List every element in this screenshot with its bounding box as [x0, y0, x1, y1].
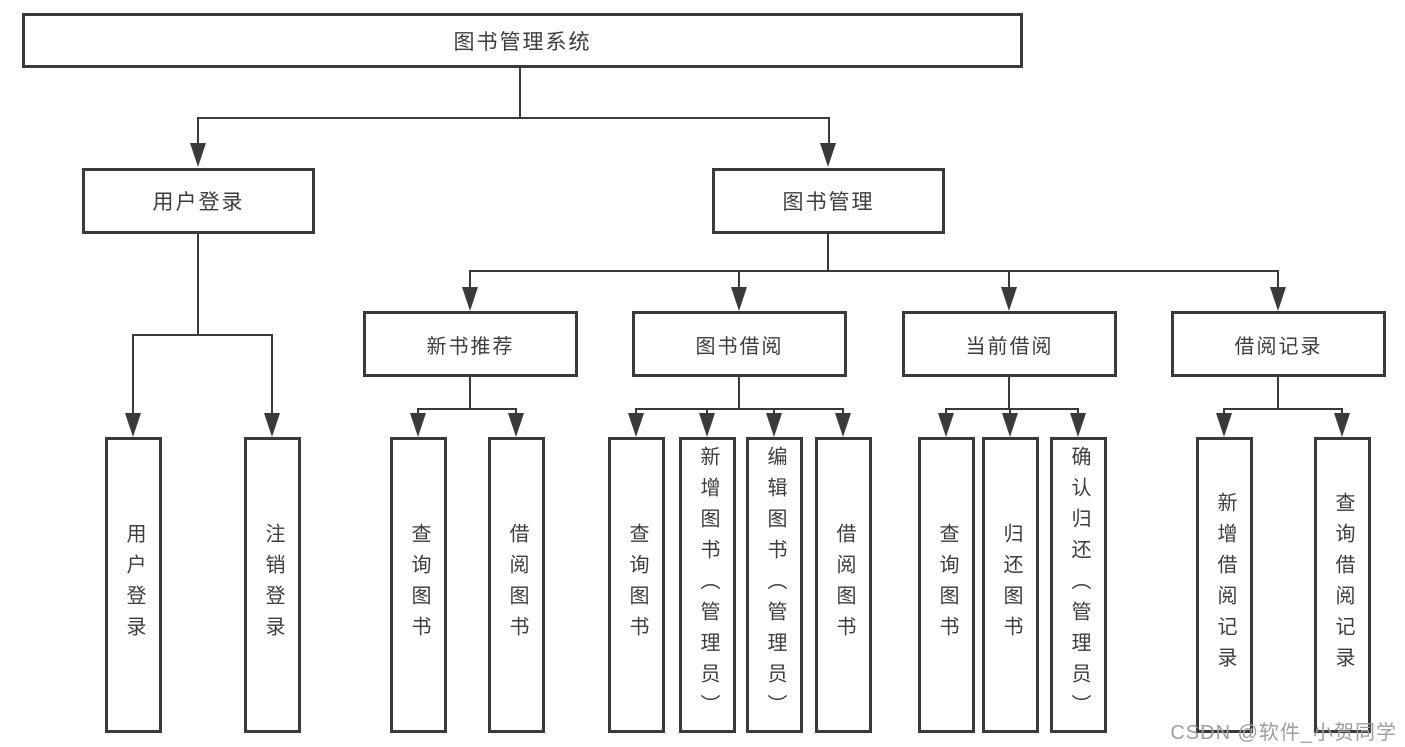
arrow-down-icon	[628, 413, 644, 437]
connector-line	[515, 408, 517, 416]
connector-line	[469, 270, 1279, 272]
connector-line	[828, 117, 830, 145]
node-book-management: 图书管理	[712, 168, 945, 234]
connector-line	[1223, 408, 1343, 410]
arrow-down-icon	[190, 143, 206, 167]
leaf-records-add-record: 新增借阅记录	[1196, 437, 1253, 733]
connector-line	[271, 334, 273, 415]
connector-line	[945, 408, 1078, 410]
node-borrow-records: 借阅记录	[1171, 311, 1386, 377]
leaf-current-query-book: 查询图书	[918, 437, 975, 733]
arrow-down-icon	[1001, 287, 1017, 311]
node-book-borrow: 图书借阅	[632, 311, 847, 377]
node-root-system: 图书管理系统	[22, 13, 1023, 68]
connector-line	[1008, 377, 1010, 409]
connector-line	[132, 334, 134, 415]
connector-line	[738, 270, 740, 290]
connector-line	[1277, 270, 1279, 290]
arrow-down-icon	[938, 413, 954, 437]
connector-line	[1077, 408, 1079, 416]
connector-line	[635, 408, 844, 410]
connector-line	[197, 117, 830, 119]
arrow-down-icon	[1216, 413, 1232, 437]
leaf-newrec-query-book: 查询图书	[390, 437, 447, 733]
csdn-watermark: CSDN @软件_小贺同学	[1170, 722, 1397, 744]
arrow-down-icon	[766, 413, 782, 437]
connector-line	[827, 234, 829, 272]
connector-line	[417, 408, 517, 410]
connector-line	[842, 408, 844, 416]
arrow-down-icon	[1270, 287, 1286, 311]
leaf-current-confirm-return-admin: 确认归还（管理员）	[1050, 437, 1107, 733]
arrow-down-icon	[1070, 413, 1086, 437]
connector-line	[417, 408, 419, 416]
leaf-records-query-record: 查询借阅记录	[1314, 437, 1371, 733]
connector-line	[519, 68, 521, 119]
connector-line	[635, 408, 637, 416]
leaf-borrow-add-book-admin: 新增图书（管理员）	[679, 437, 736, 733]
arrow-down-icon	[731, 287, 747, 311]
connector-line	[197, 117, 199, 145]
leaf-newrec-borrow-book: 借阅图书	[488, 437, 545, 733]
arrow-down-icon	[264, 413, 280, 437]
arrow-down-icon	[410, 413, 426, 437]
leaf-current-return-book: 归还图书	[982, 437, 1039, 733]
node-new-book-recommend: 新书推荐	[363, 311, 578, 377]
connector-line	[132, 334, 273, 336]
leaf-borrow-query-book: 查询图书	[608, 437, 665, 733]
connector-line	[738, 377, 740, 409]
connector-line	[469, 270, 471, 290]
connector-line	[469, 377, 471, 409]
arrow-down-icon	[820, 143, 836, 167]
arrow-down-icon	[1334, 413, 1350, 437]
arrow-down-icon	[462, 287, 478, 311]
connector-line	[1008, 270, 1010, 290]
leaf-borrow-borrow-book: 借阅图书	[815, 437, 872, 733]
connector-line	[197, 234, 199, 335]
leaf-logout-login: 注销登录	[244, 437, 301, 733]
arrow-down-icon	[835, 413, 851, 437]
arrow-down-icon	[699, 413, 715, 437]
connector-line	[1277, 377, 1279, 409]
connector-line	[773, 408, 775, 416]
arrow-down-icon	[125, 413, 141, 437]
node-current-borrow: 当前借阅	[902, 311, 1117, 377]
arrow-down-icon	[508, 413, 524, 437]
connector-line	[1009, 408, 1011, 416]
connector-line	[1223, 408, 1225, 416]
leaf-borrow-edit-book-admin: 编辑图书（管理员）	[746, 437, 803, 733]
connector-line	[706, 408, 708, 416]
connector-line	[1341, 408, 1343, 416]
connector-line	[945, 408, 947, 416]
node-user-login: 用户登录	[82, 168, 315, 234]
leaf-user-login: 用户登录	[105, 437, 162, 733]
arrow-down-icon	[1002, 413, 1018, 437]
